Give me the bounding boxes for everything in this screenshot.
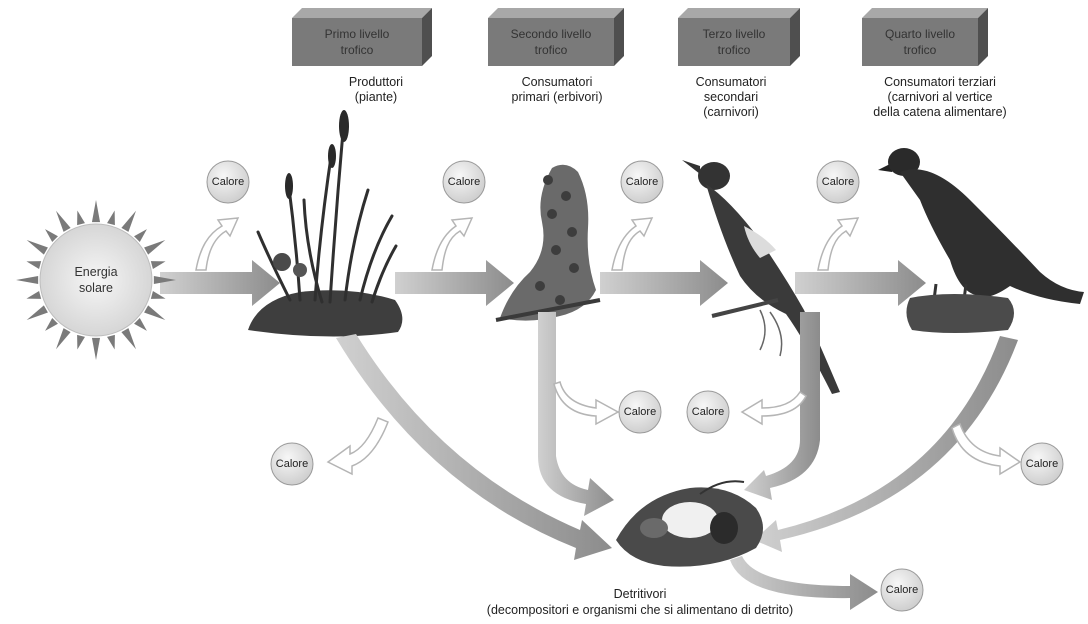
trophic-level-box-1: Primo livello trofico <box>292 8 432 66</box>
level-3-caption-line-1: Consumatori <box>696 75 767 89</box>
detritivores-illustration <box>616 481 763 566</box>
heat-arrow-3 <box>612 218 652 270</box>
arrow-sun-to-plants <box>160 260 280 306</box>
heat-label: Calore <box>448 176 480 188</box>
sun-ray <box>121 328 136 349</box>
heat-circle: Calore <box>1021 443 1063 485</box>
sun-ray <box>144 240 165 255</box>
heat-label: Calore <box>276 458 308 470</box>
level-1-caption-line-1: Produttori <box>349 75 403 89</box>
heat-arrow-1 <box>196 218 238 270</box>
level-4-box-line-2: trofico <box>904 43 937 57</box>
detritivores-label-line-1: Detritivori <box>614 587 667 601</box>
heat-arrow-2 <box>432 218 472 270</box>
sun-ray <box>92 200 100 222</box>
heat-circle: Calore <box>621 161 663 203</box>
arrow-plants-to-herbivore <box>395 260 514 306</box>
heat-circle: Calore <box>687 391 729 433</box>
sun-ray <box>56 211 71 232</box>
heat-label: Calore <box>822 176 854 188</box>
sun-label-line-1: Energia <box>74 265 117 279</box>
sun-label-line-2: solare <box>79 281 113 295</box>
level-2-caption-line-2: primari (erbivori) <box>512 90 603 104</box>
level-3-box-line-1: Terzo livello <box>703 27 766 41</box>
sun-ray <box>92 338 100 360</box>
level-2-box-line-1: Secondo livello <box>511 27 592 41</box>
sun-ray <box>151 261 166 269</box>
level-3-box-line-2: trofico <box>718 43 751 57</box>
sun-ray <box>107 335 115 350</box>
sun-ray <box>16 276 38 284</box>
level-1-caption-line-2: (piante) <box>355 90 397 104</box>
detritivores-label-line-2: (decompositori e organismi che si alimen… <box>487 603 793 617</box>
level-4-caption-line-3: della catena alimentare) <box>873 105 1006 119</box>
level-2-box-line-2: trofico <box>535 43 568 57</box>
heat-circle: Calore <box>271 443 313 485</box>
heat-circle: Calore <box>207 161 249 203</box>
sun-ray <box>26 291 41 299</box>
heat-label: Calore <box>886 584 918 596</box>
secondary-heat-arrows <box>328 382 1020 474</box>
arrow-bird-to-hawk <box>795 260 926 306</box>
hawk-illustration <box>878 148 1084 333</box>
sun-ray <box>26 261 41 269</box>
heat-label: Calore <box>1026 458 1058 470</box>
arrow-plants-to-detritivores <box>336 334 612 560</box>
sun-ray <box>134 318 147 331</box>
sun-ray <box>27 240 48 255</box>
sun-ray <box>27 305 48 320</box>
arrow-detritivores-to-heat <box>730 556 878 610</box>
arrow-hawk-to-detritivores <box>754 336 1018 552</box>
sun-ray <box>45 318 58 331</box>
sun-ray <box>56 328 71 349</box>
sun-ray <box>144 305 165 320</box>
sun-ray <box>45 229 58 242</box>
heat-arrow-bird <box>742 392 806 424</box>
heat-label: Calore <box>692 406 724 418</box>
level-1-box-line-1: Primo livello <box>325 27 390 41</box>
heat-arrow-4 <box>818 218 858 270</box>
heat-label: Calore <box>212 176 244 188</box>
sun-ray <box>77 335 85 350</box>
heat-circle: Calore <box>881 569 923 611</box>
heat-circle: Calore <box>619 391 661 433</box>
heat-arrow-plants <box>328 418 388 474</box>
heat-label: Calore <box>624 406 656 418</box>
level-4-caption-line-2: (carnivori al vertice <box>888 90 993 104</box>
level-3-caption-line-3: (carnivori) <box>703 105 759 119</box>
heat-arrow-hawk <box>952 424 1020 474</box>
heat-label: Calore <box>626 176 658 188</box>
caterpillar-illustration <box>496 165 600 321</box>
trophic-level-box-2: Secondo livello trofico <box>488 8 624 66</box>
level-3-caption-line-2: secondari <box>704 90 758 104</box>
level-4-caption-line-1: Consumatori terziari <box>884 75 996 89</box>
level-2-caption-line-1: Consumatori <box>522 75 593 89</box>
sun-ray <box>121 211 136 232</box>
sun-ray <box>77 210 85 225</box>
trophic-level-box-4: Quarto livello trofico <box>862 8 988 66</box>
plants-illustration <box>248 110 402 337</box>
heat-circle: Calore <box>817 161 859 203</box>
heat-circle: Calore <box>443 161 485 203</box>
heat-arrow-herbivore <box>554 382 618 424</box>
sun-ray <box>107 210 115 225</box>
sun: Energia solare <box>16 200 176 360</box>
sun-ray <box>134 229 147 242</box>
level-1-box-line-2: trofico <box>341 43 374 57</box>
trophic-level-box-3: Terzo livello trofico <box>678 8 800 66</box>
level-4-box-line-1: Quarto livello <box>885 27 955 41</box>
